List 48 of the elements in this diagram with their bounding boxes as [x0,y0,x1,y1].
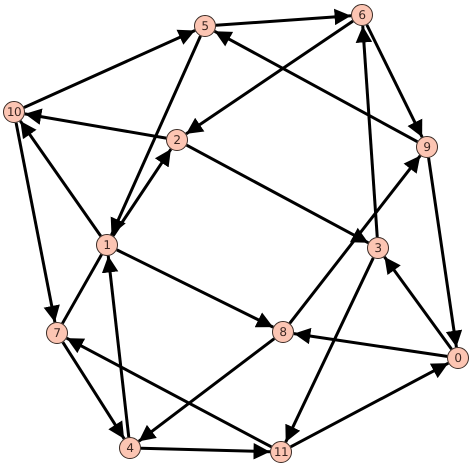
node-label: 1 [103,239,111,251]
arrow [112,148,172,237]
arrow [14,122,60,322]
node-label: 5 [201,20,209,32]
arrow [138,337,276,443]
arrow [185,20,354,136]
arrow [288,154,422,324]
graph-node [194,15,216,37]
arrow [24,108,166,140]
graph-node [270,441,292,463]
arrow [383,256,453,350]
node-label: 7 [53,327,61,339]
arrow [62,341,126,440]
node-label: 8 [279,326,287,338]
arrow [284,257,375,443]
arrow [356,26,379,238]
node-label: 3 [374,242,382,254]
node-label: 4 [126,442,134,454]
node-label: 9 [423,141,431,153]
arrow [110,35,202,236]
graph-node [119,437,141,459]
arrow [102,256,130,438]
graph-node [166,129,188,151]
arrow [366,24,424,138]
graph-node [447,347,469,369]
graph-node [46,322,68,344]
node-label: 2 [173,134,181,146]
node-label: 0 [454,352,462,364]
arrow [66,336,272,448]
graph-node [3,101,25,123]
node-label: 10 [6,106,22,118]
arrow [294,328,448,358]
arrow [19,120,102,237]
arrow [186,144,370,244]
graph-node [351,4,373,26]
arrow [427,158,462,348]
graph-node [367,237,389,259]
arrow [216,8,352,27]
arrow [23,29,196,109]
arrow [140,443,270,460]
node-label: 11 [274,446,288,458]
arrow [116,248,274,328]
arrow [214,30,418,144]
graph-node [416,136,438,158]
node-label: 6 [358,9,366,21]
graph-node [272,321,294,343]
arrow [290,362,449,448]
graph-node [96,234,118,256]
